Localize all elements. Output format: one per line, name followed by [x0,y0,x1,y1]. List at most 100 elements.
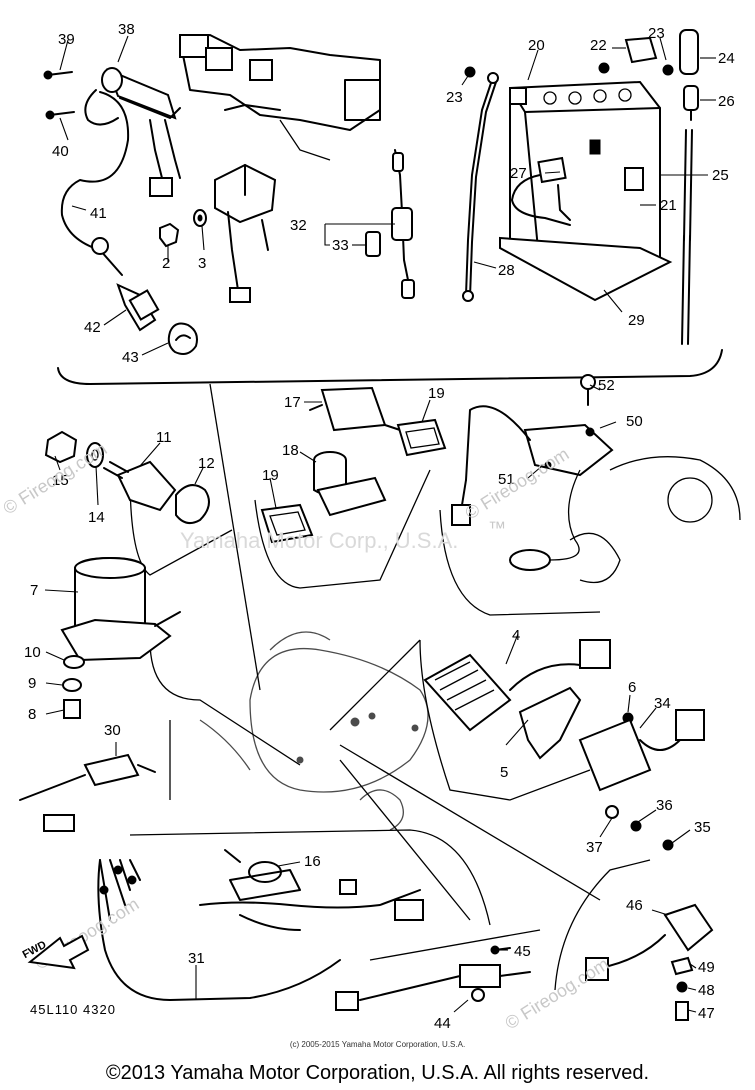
harness-27 [511,156,571,226]
label-part-8: 8 [28,706,36,723]
bracket-22 [624,36,658,64]
label-part-29: 29 [628,312,645,329]
spark-plug-cap-42 [116,283,160,332]
label-part-14: 14 [88,509,105,526]
label-part-6: 6 [628,679,636,696]
cover-19-upper [396,418,447,457]
label-part-48: 48 [698,982,715,999]
bolts-23 [464,62,674,78]
solenoid-17 [309,386,401,432]
sensor-46 [585,903,714,981]
label-part-17: 17 [284,394,301,411]
washer-9 [62,678,82,692]
label-part-33: 33 [332,237,349,254]
joint-26 [683,85,699,121]
label-part-30: 30 [104,722,121,739]
nut-15 [44,430,78,464]
label-part-23-left: 23 [446,89,463,106]
watermark-corp: Yamaha Motor Corp., U.S.A. [180,528,458,553]
screw-40 [45,110,75,120]
label-part-45: 45 [514,943,531,960]
switch-30 [19,753,156,832]
label-part-49: 49 [698,959,715,976]
harness-16 [224,849,301,901]
label-part-22: 22 [590,37,607,54]
label-part-47: 47 [698,1005,715,1022]
copyright-notice: ©2013 Yamaha Motor Corporation, U.S.A. A… [105,1062,650,1084]
vehicle-outline [199,631,429,831]
cap-24 [679,29,699,75]
frame-bracket [179,34,381,161]
fuse-33 [365,231,381,257]
label-part-37: 37 [586,839,603,856]
switch-44 [335,964,531,1011]
valve-18 [313,451,387,517]
ignition-coil-38 [84,67,181,197]
boot-12 [175,484,210,525]
label-part-35: 35 [694,819,711,836]
label-part-41: 41 [90,205,107,222]
bolt-52 [580,374,596,406]
plug-cap-43 [167,322,198,355]
breather-25 [681,129,693,345]
label-part-39: 39 [58,31,75,48]
cover-19-lower [260,503,314,544]
nut-2 [159,222,180,248]
label-part-38: 38 [118,21,135,38]
label-part-52: 52 [598,377,615,394]
washer-10 [63,655,85,669]
section-dividers [57,349,723,991]
label-part-2: 2 [162,255,170,272]
label-part-19-lower: 19 [262,467,279,484]
label-part-23-right: 23 [648,25,665,42]
label-part-5: 5 [500,764,508,781]
part-labels: 2 3 4 5 6 7 8 9 10 11 12 14 15 16 17 18 … [24,21,735,1032]
label-part-50: 50 [626,413,643,430]
bolt-8 [63,699,81,719]
label-part-36: 36 [656,797,673,814]
washer-14 [86,442,104,468]
label-part-28: 28 [498,262,515,279]
fasteners-47-48-49 [670,956,694,1021]
label-part-10: 10 [24,644,41,661]
label-part-11: 11 [156,429,172,446]
starter-motor-7 [60,556,181,662]
starter-relay [214,163,277,303]
battery-21 [509,80,661,274]
label-part-7: 7 [30,582,38,599]
screw-39 [43,70,73,80]
label-part-42: 42 [84,319,101,336]
forward-arrow-icon [27,934,90,970]
label-part-32: 32 [290,217,307,234]
small-copyright: (c) 2005-2015 Yamaha Motor Corporation, … [289,1040,466,1049]
coil-lead-41 [60,91,130,276]
label-part-21: 21 [660,197,677,214]
watermark-tm: ™ [488,518,506,538]
leader-lines [44,35,716,1013]
label-part-25: 25 [712,167,729,184]
washer-3 [193,209,207,227]
rectifier-4 [423,639,611,732]
label-part-9: 9 [28,675,36,692]
label-part-4: 4 [512,627,520,644]
label-part-31: 31 [188,950,205,967]
label-part-40: 40 [52,143,69,160]
battery-cable-28 [462,72,499,302]
sensor-50 [523,423,614,477]
sensor-lead-51 [451,405,581,571]
label-part-43: 43 [122,349,139,366]
battery-tray-29 [499,236,673,302]
cdi-unit-34 [578,709,705,792]
label-part-18: 18 [282,442,299,459]
label-part-26: 26 [718,93,735,110]
label-part-51: 51 [498,471,515,488]
label-part-44: 44 [434,1015,451,1032]
label-part-24: 24 [718,50,735,67]
label-part-16: 16 [304,853,321,870]
label-part-34: 34 [654,695,671,712]
engine-case-outline [569,456,741,584]
label-part-12: 12 [198,455,215,472]
label-part-27: 27 [510,165,527,182]
label-part-46: 46 [626,897,643,914]
